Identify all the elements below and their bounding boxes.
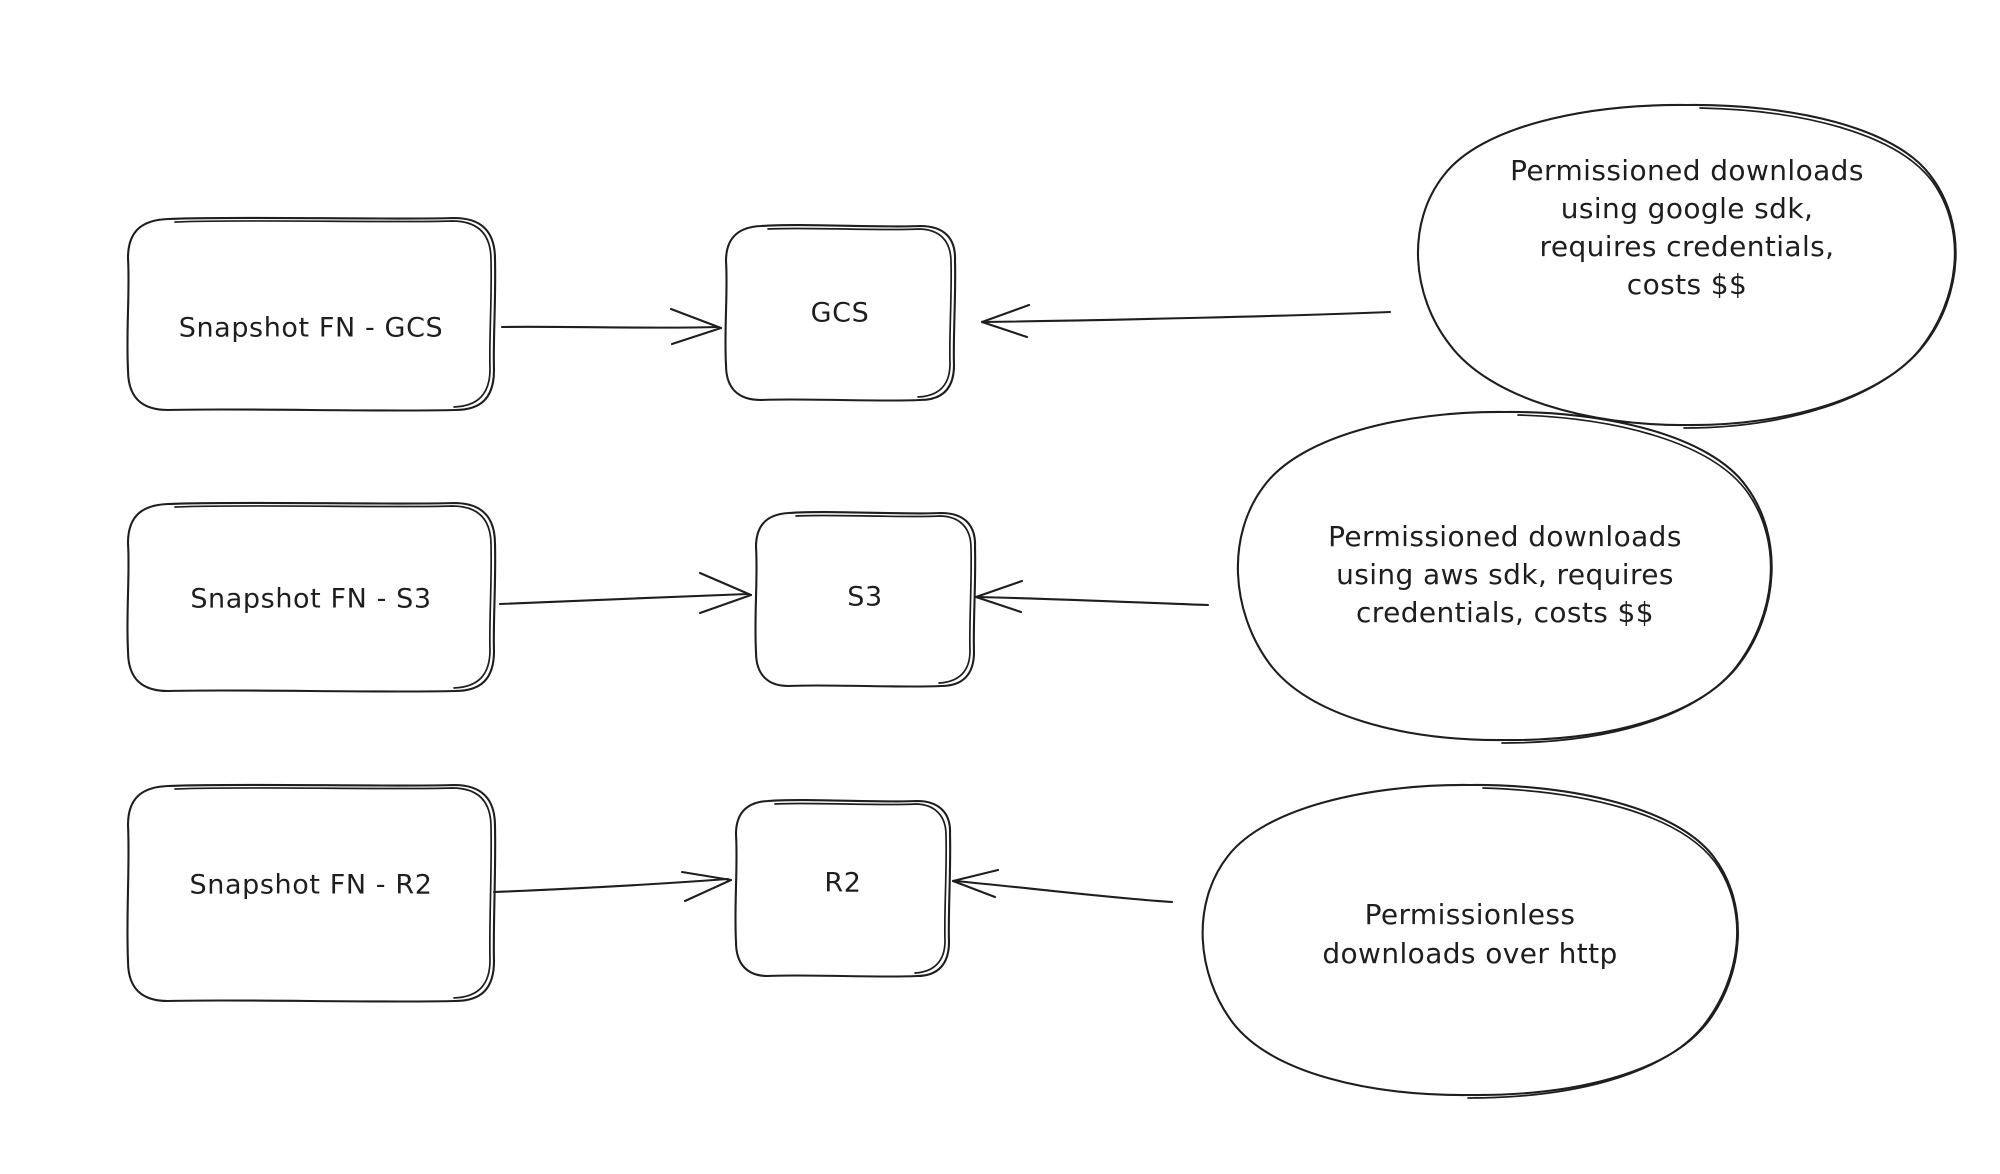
arrow-note-gcs-to-gcs — [980, 303, 1392, 339]
note-r2-line-2: downloads over http — [1322, 937, 1617, 970]
node-r2[interactable]: R2 — [734, 798, 952, 978]
gcs-row: Snapshot FN - GCS GCS — [126, 103, 1959, 429]
arrow-snapshot-fn-s3-to-s3 — [498, 571, 753, 615]
note-r2[interactable]: Permissionless downloads over http — [1200, 783, 1740, 1099]
node-label-gcs: GCS — [811, 298, 870, 329]
note-gcs-line-2: using google sdk, — [1561, 192, 1814, 225]
node-snapshot-fn-s3[interactable]: Snapshot FN - S3 — [126, 501, 497, 693]
node-label-r2: R2 — [824, 868, 861, 899]
node-label-snapshot-fn-gcs: Snapshot FN - GCS — [179, 313, 444, 344]
node-label-snapshot-fn-r2: Snapshot FN - R2 — [190, 870, 433, 901]
note-s3-line-1: Permissioned downloads — [1328, 520, 1682, 553]
note-gcs[interactable]: Permissioned downloads using google sdk,… — [1415, 103, 1959, 429]
node-gcs[interactable]: GCS — [724, 223, 957, 402]
arrow-snapshot-fn-gcs-to-gcs — [500, 307, 723, 346]
r2-row: Snapshot FN - R2 R2 — [126, 783, 1740, 1099]
node-snapshot-fn-gcs[interactable]: Snapshot FN - GCS — [126, 216, 497, 412]
note-gcs-line-3: requires credentials, — [1540, 230, 1835, 263]
arrow-note-s3-to-s3 — [974, 579, 1210, 614]
note-gcs-line-4: costs $$ — [1627, 268, 1747, 301]
note-s3-line-2: using aws sdk, requires — [1336, 558, 1674, 591]
arrow-snapshot-fn-r2-to-r2 — [492, 870, 733, 903]
note-r2-line-1: Permissionless — [1365, 898, 1576, 931]
note-s3-line-3: credentials, costs $$ — [1356, 596, 1654, 629]
s3-row: Snapshot FN - S3 S3 — [126, 410, 1773, 744]
node-label-s3: S3 — [847, 582, 883, 613]
node-s3[interactable]: S3 — [754, 510, 977, 688]
note-s3[interactable]: Permissioned downloads using aws sdk, re… — [1236, 410, 1773, 744]
note-gcs-line-1: Permissioned downloads — [1510, 154, 1864, 187]
node-label-snapshot-fn-s3: Snapshot FN - S3 — [190, 584, 431, 615]
arrow-note-r2-to-r2 — [951, 868, 1174, 904]
node-snapshot-fn-r2[interactable]: Snapshot FN - R2 — [126, 783, 497, 1003]
